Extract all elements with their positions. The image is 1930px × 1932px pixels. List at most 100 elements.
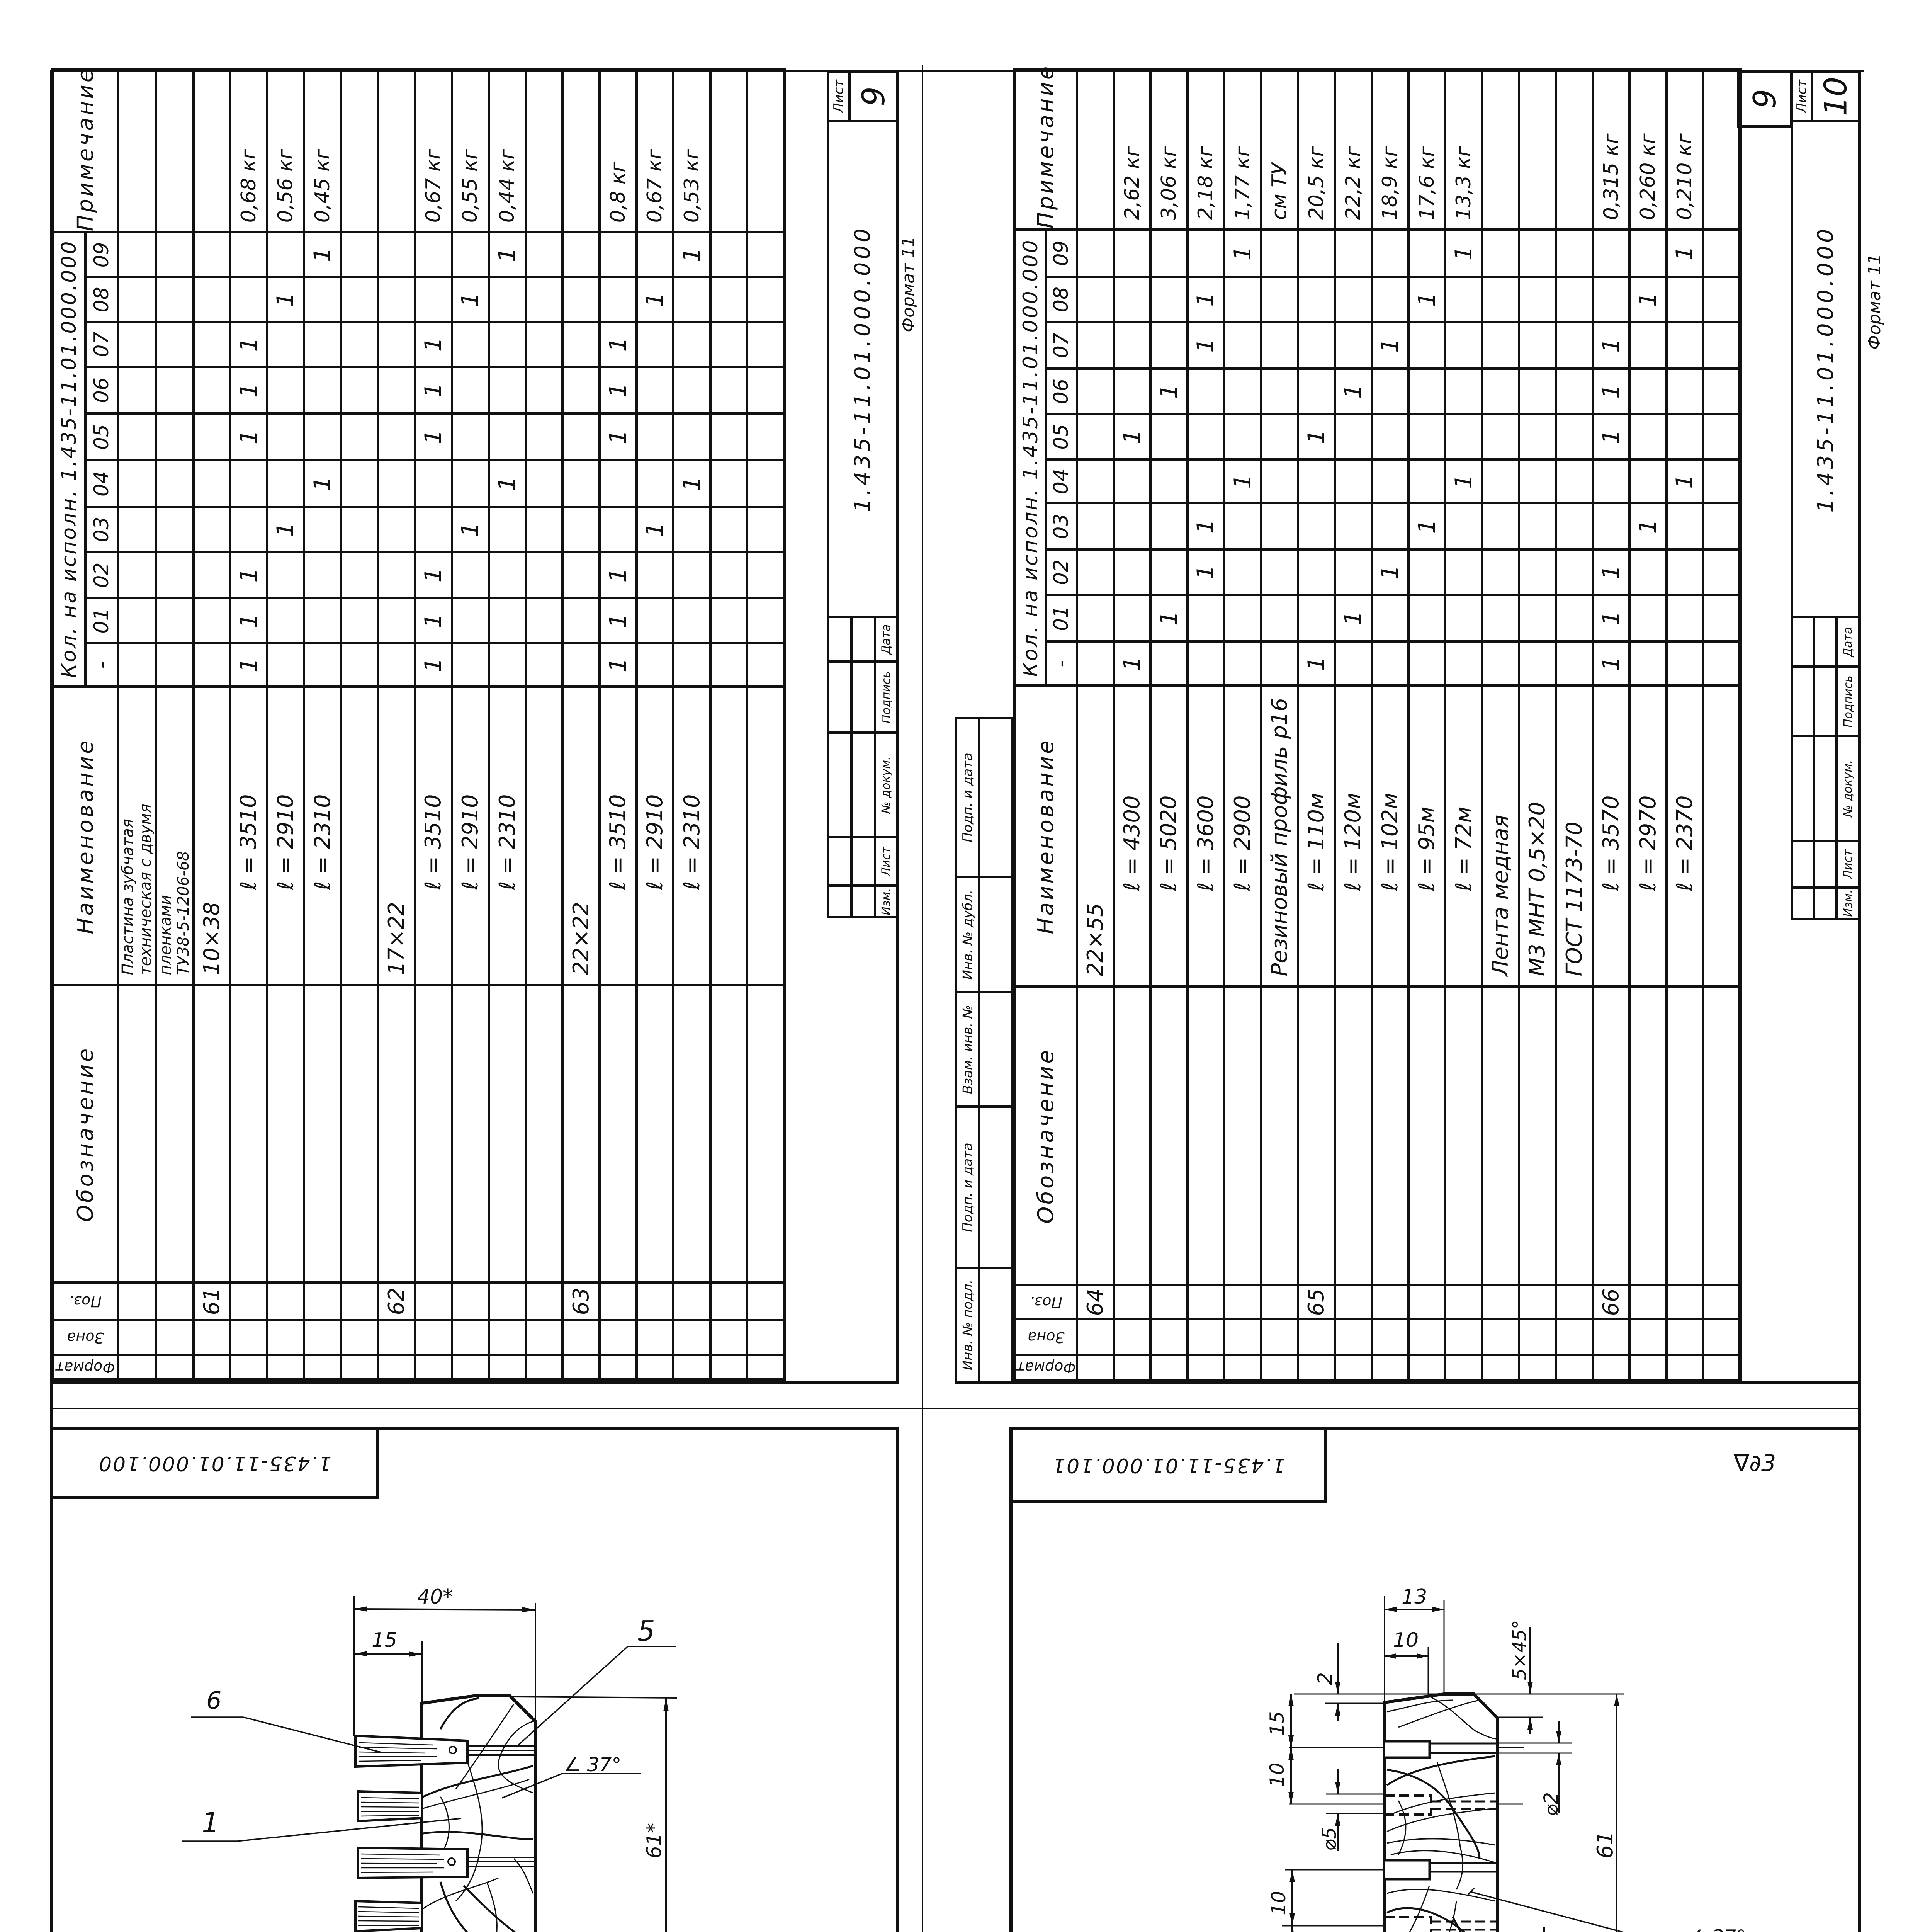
- qty-cell: [1335, 503, 1372, 550]
- qty-cell: [1113, 459, 1151, 503]
- header-designation: Обозначение: [53, 985, 118, 1283]
- qty-cell: [378, 598, 415, 643]
- qty-cell: [1482, 549, 1519, 595]
- top-frame-line: [50, 70, 1864, 72]
- note-cell: [525, 70, 563, 233]
- position-cell: [1666, 1285, 1704, 1320]
- note-cell: 17,6 кг: [1408, 70, 1446, 230]
- qty-cell: [193, 643, 231, 687]
- item-name: Резиновый профиль р16: [1267, 697, 1292, 976]
- format-cell: [1445, 1355, 1482, 1381]
- spec-row: [341, 70, 378, 1380]
- qty-cell: [1335, 322, 1372, 369]
- qty-cell: 1: [1592, 595, 1630, 642]
- qty-cell: [155, 232, 194, 277]
- zone-cell: [1077, 1319, 1114, 1355]
- spec-row: 64 22×55: [1077, 70, 1114, 1381]
- item-name-multiline: пленками ТУ38-5-1206-68: [156, 851, 192, 975]
- qty-cell: 1: [1629, 503, 1667, 550]
- qty-cell: [1077, 459, 1114, 503]
- qty-cell: [1556, 414, 1593, 460]
- qty-cell: [1445, 595, 1482, 642]
- qty-cell: [1556, 277, 1593, 322]
- doc-number-label: № докум.: [874, 731, 899, 838]
- qty-cell: [1113, 503, 1151, 550]
- qty-cell: [193, 322, 231, 367]
- zone-cell: [304, 1320, 341, 1355]
- qty-cell: [1592, 503, 1630, 550]
- qty-cell: [415, 277, 452, 322]
- name-cell: [525, 687, 563, 986]
- qty-cell: 1: [415, 367, 452, 414]
- revision-cell: [1813, 886, 1838, 920]
- designation-cell: [117, 985, 156, 1283]
- position-cell: [1187, 1285, 1225, 1320]
- qty-cell: 1: [673, 232, 710, 277]
- signature-label: Подпись: [874, 660, 899, 734]
- designation-cell: [1408, 986, 1446, 1285]
- dim-height: 61: [1593, 1831, 1618, 1859]
- qty-cell: [1371, 414, 1409, 460]
- qty-cell: [1519, 322, 1556, 369]
- header-zone: Зона: [1014, 1319, 1077, 1355]
- qty-cell: [155, 322, 194, 367]
- position-cell: [1113, 1285, 1151, 1320]
- right-frame-line: [1858, 70, 1861, 1932]
- qty-cell: [1408, 414, 1446, 460]
- zone-cell: [600, 1320, 637, 1355]
- format-cell: [1150, 1355, 1188, 1381]
- body-section-drawing: 13 10 2 15 10 ⌀5 ⌀2 5×45° 61 10 15 2 13 …: [1266, 1585, 1746, 1932]
- qty-cell: [1592, 230, 1630, 277]
- qty-cell: [747, 322, 784, 367]
- arrowheads: [1288, 1607, 1619, 1932]
- spec-row: [1703, 70, 1740, 1381]
- qty-cell: [452, 460, 489, 507]
- qty-cell: [710, 322, 748, 367]
- note-cell: 0,315 кг: [1592, 70, 1630, 230]
- qty-cell: [378, 232, 415, 277]
- qty-cell: [562, 507, 600, 552]
- qty-cell: 1: [267, 277, 304, 322]
- position-cell: [600, 1282, 637, 1320]
- designation-cell: [1224, 986, 1261, 1285]
- designation-cell: [1371, 986, 1409, 1285]
- note-cell: см ТУ: [1261, 70, 1298, 230]
- name-cell: [710, 687, 748, 986]
- designation-cell: [1445, 986, 1482, 1285]
- sheet-label-cell: Лист: [827, 70, 851, 122]
- qty-cell: [636, 322, 674, 367]
- qty-cell: [710, 413, 748, 461]
- designation-cell: [489, 985, 526, 1283]
- qty-cell: [155, 367, 194, 414]
- name-cell: ℓ = 2370: [1666, 685, 1704, 987]
- spec-row: М3 МНТ 0,5×20: [1519, 70, 1556, 1381]
- note-cell: 13,3 кг: [1445, 70, 1482, 230]
- position-cell: [1519, 1285, 1556, 1320]
- revision-cell: [850, 884, 876, 918]
- qty-cell: [1335, 277, 1372, 322]
- qty-cell: [230, 460, 267, 507]
- note-cell: [1556, 70, 1593, 230]
- qty-cell: [1629, 459, 1667, 503]
- qty-cell: [1298, 459, 1335, 503]
- qty-cell: [304, 277, 341, 322]
- qty-cell: [1629, 641, 1667, 686]
- qty-cell: [452, 598, 489, 643]
- item-name: 17×22: [384, 902, 409, 975]
- qty-cell: [1482, 414, 1519, 460]
- spec-row: [525, 70, 563, 1380]
- revision-cell: [1813, 735, 1838, 842]
- qty-cell: [673, 643, 710, 687]
- body-sheet-frame: [1009, 1427, 1861, 1932]
- qty-cell: [1187, 414, 1225, 460]
- format-cell: [230, 1355, 267, 1380]
- name-cell: ℓ = 3600: [1187, 685, 1225, 987]
- item-length: ℓ = 2310: [494, 794, 520, 890]
- qty-cell: [117, 507, 156, 552]
- spec-row: 63 22×22: [562, 70, 600, 1380]
- name-cell: ℓ = 2310: [304, 687, 341, 986]
- qty-cell: 1: [1592, 549, 1630, 595]
